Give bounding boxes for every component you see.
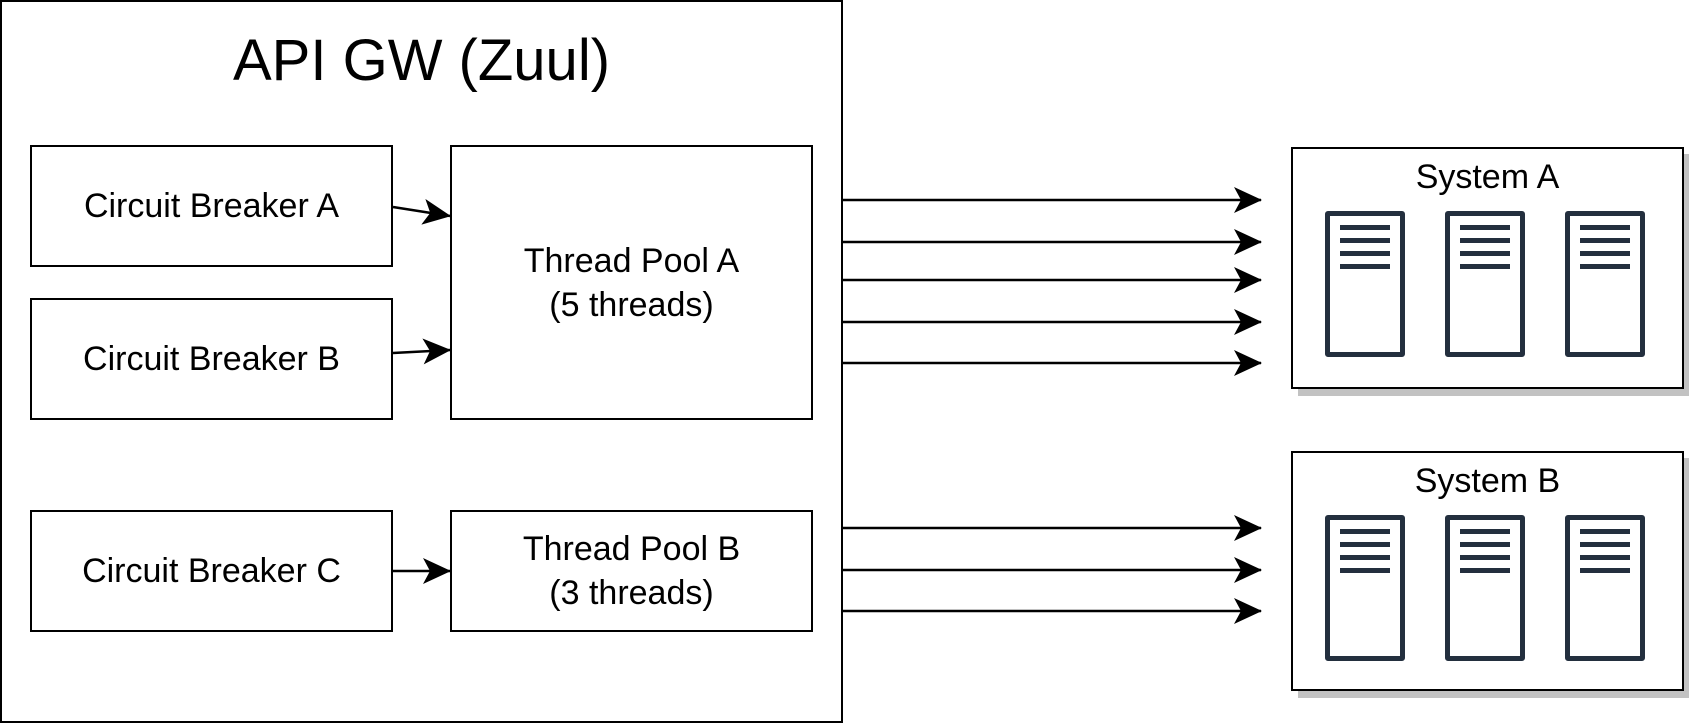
server-icon <box>1445 211 1525 357</box>
circuit-breaker-c-label: Circuit Breaker C <box>82 552 341 590</box>
server-icon <box>1565 515 1645 661</box>
server-icon <box>1565 211 1645 357</box>
system-a-title: System A <box>1415 158 1560 196</box>
circuit-breaker-c[interactable]: Circuit Breaker C <box>30 510 393 632</box>
system-b-title: System B <box>1414 462 1561 500</box>
system-a[interactable]: System A <box>1291 147 1684 389</box>
system-b[interactable]: System B <box>1291 451 1684 691</box>
circuit-breaker-a[interactable]: Circuit Breaker A <box>30 145 393 267</box>
circuit-breaker-b[interactable]: Circuit Breaker B <box>30 298 393 420</box>
gateway-title: API GW (Zuul) <box>232 28 611 93</box>
thread-pool-a[interactable]: Thread Pool A (5 threads) <box>450 145 813 420</box>
thread-pool-b-label: Thread Pool B (3 threads) <box>522 530 741 612</box>
server-icon <box>1325 515 1405 661</box>
circuit-breaker-b-label: Circuit Breaker B <box>83 340 340 378</box>
server-icon <box>1325 211 1405 357</box>
server-icon <box>1445 515 1525 661</box>
circuit-breaker-a-label: Circuit Breaker A <box>83 187 340 225</box>
thread-pool-b[interactable]: Thread Pool B (3 threads) <box>450 510 813 632</box>
thread-pool-a-label: Thread Pool A (5 threads) <box>523 241 740 324</box>
